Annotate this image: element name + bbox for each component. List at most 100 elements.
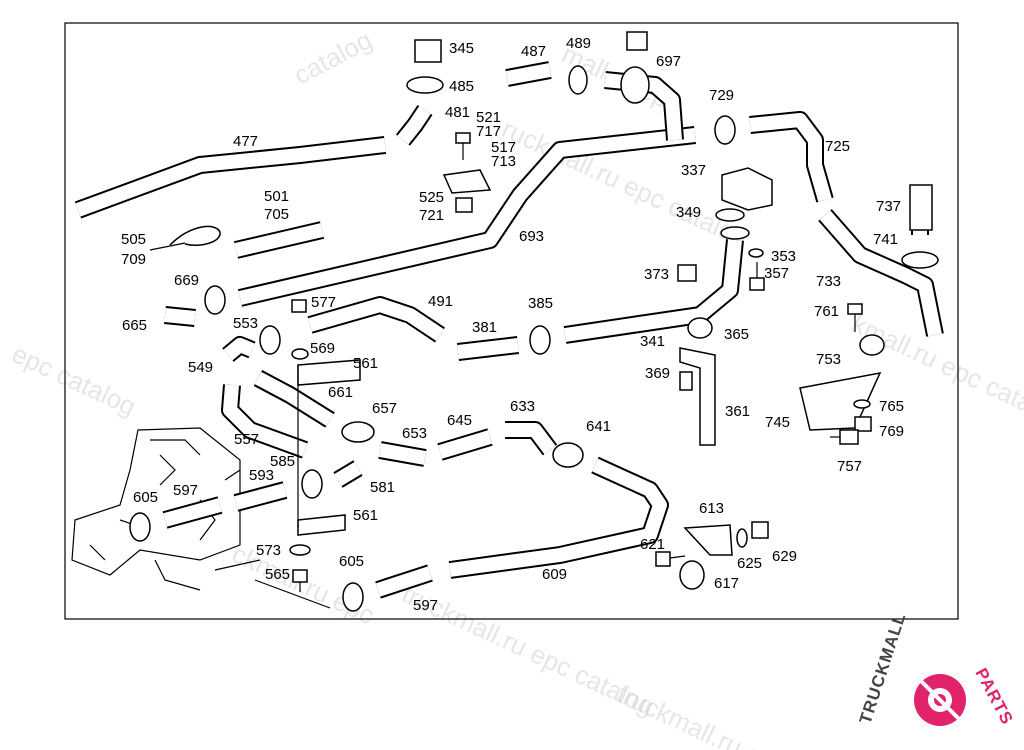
clamp-385: [529, 325, 551, 355]
part-label: 753: [816, 351, 841, 368]
watermark: epc catalog: [7, 338, 140, 421]
part-label: 349: [676, 204, 701, 221]
part-label: 517: [491, 139, 516, 156]
bracket-613: [683, 524, 733, 556]
part-label: 521: [476, 109, 501, 126]
watermark: catalog: [289, 24, 377, 90]
diagram-frame: [64, 22, 959, 620]
part-label: 353: [771, 248, 796, 265]
hose-clamps: [129, 65, 939, 612]
clamp-669: [204, 285, 226, 315]
part-label: 653: [402, 425, 427, 442]
part-label: 557: [234, 431, 259, 448]
bolt-521: [455, 132, 471, 144]
part-label: 617: [714, 575, 739, 592]
hoses: [74, 61, 944, 599]
clamp-585: [301, 469, 323, 499]
clamp-641: [552, 442, 584, 468]
part-label: 657: [372, 400, 397, 417]
clamp-657: [341, 421, 375, 443]
logo-main: TRUCKMALL: [856, 610, 910, 726]
part-label: 629: [772, 548, 797, 565]
bolt-621: [655, 551, 671, 567]
part-label: 713: [491, 153, 516, 170]
part-label: 593: [249, 467, 274, 484]
bolt-565: [292, 569, 308, 583]
tie-505: [169, 225, 221, 246]
part-label: 381: [472, 319, 497, 336]
part-label: 765: [879, 398, 904, 415]
clamp-605-lower: [342, 582, 364, 612]
part-label: 769: [879, 423, 904, 440]
part-label: 625: [737, 555, 762, 572]
clamp-553: [259, 325, 281, 355]
part-label: 645: [447, 412, 472, 429]
part-label: 721: [419, 207, 444, 224]
part-label: 717: [476, 123, 501, 140]
clamp-485: [406, 76, 444, 94]
logo-accent: PARTS: [971, 665, 1017, 728]
part-label: 609: [542, 566, 567, 583]
part-label: 725: [825, 138, 850, 155]
part-label: 585: [270, 453, 295, 470]
washer-625: [736, 528, 748, 548]
bracket-561-lower: [297, 514, 346, 536]
part-label: 341: [640, 333, 665, 350]
clamp-365: [687, 317, 713, 339]
part-label: 745: [765, 414, 790, 431]
part-label: 489: [566, 35, 591, 52]
part-labels: 345 485 481 487 489 697 521 717 517 713 …: [121, 35, 904, 614]
nut-577: [291, 299, 307, 313]
clamp-729: [714, 115, 736, 145]
clamp-617: [679, 560, 705, 590]
bolt-357: [749, 277, 765, 291]
washer-573: [289, 544, 311, 556]
part-label: 641: [586, 418, 611, 435]
gasket-349b: [720, 226, 750, 240]
part-label: 369: [645, 365, 670, 382]
flange-337: [721, 167, 773, 211]
washer-353: [748, 248, 764, 258]
part-label: 581: [370, 479, 395, 496]
part-label: 621: [640, 536, 665, 553]
part-label: 485: [449, 78, 474, 95]
nut-769: [854, 416, 872, 432]
part-label: 729: [709, 87, 734, 104]
part-label: 661: [328, 384, 353, 401]
part-label: 487: [521, 43, 546, 60]
part-label: 737: [876, 198, 901, 215]
valve-697: [626, 31, 648, 51]
part-label: 733: [816, 273, 841, 290]
part-label: 709: [121, 251, 146, 268]
part-label: 665: [122, 317, 147, 334]
part-label: 481: [445, 104, 470, 121]
part-label: 741: [873, 231, 898, 248]
clamp-741: [901, 251, 939, 269]
part-label: 565: [265, 566, 290, 583]
watermark: truckmall.ru ep: [612, 678, 779, 750]
part-label: 573: [256, 542, 281, 559]
part-label: 597: [413, 597, 438, 614]
part-label: 569: [310, 340, 335, 357]
part-label: 577: [311, 294, 336, 311]
part-label: 613: [699, 500, 724, 517]
part-label: 561: [353, 355, 378, 372]
hardware: [149, 31, 933, 609]
part-label: 337: [681, 162, 706, 179]
cap-345: [414, 39, 442, 63]
engine-block: [71, 427, 261, 591]
part-label: 705: [264, 206, 289, 223]
connector-697: [620, 66, 650, 104]
clamp-605-upper: [129, 512, 151, 542]
clamp-489: [568, 65, 588, 95]
part-label: 605: [133, 489, 158, 506]
part-label: 491: [428, 293, 453, 310]
part-label: 693: [519, 228, 544, 245]
part-label: 633: [510, 398, 535, 415]
part-label: 553: [233, 315, 258, 332]
washer-569: [291, 348, 309, 360]
bolt-761: [847, 303, 863, 315]
part-label: 357: [764, 265, 789, 282]
part-label: 385: [528, 295, 553, 312]
